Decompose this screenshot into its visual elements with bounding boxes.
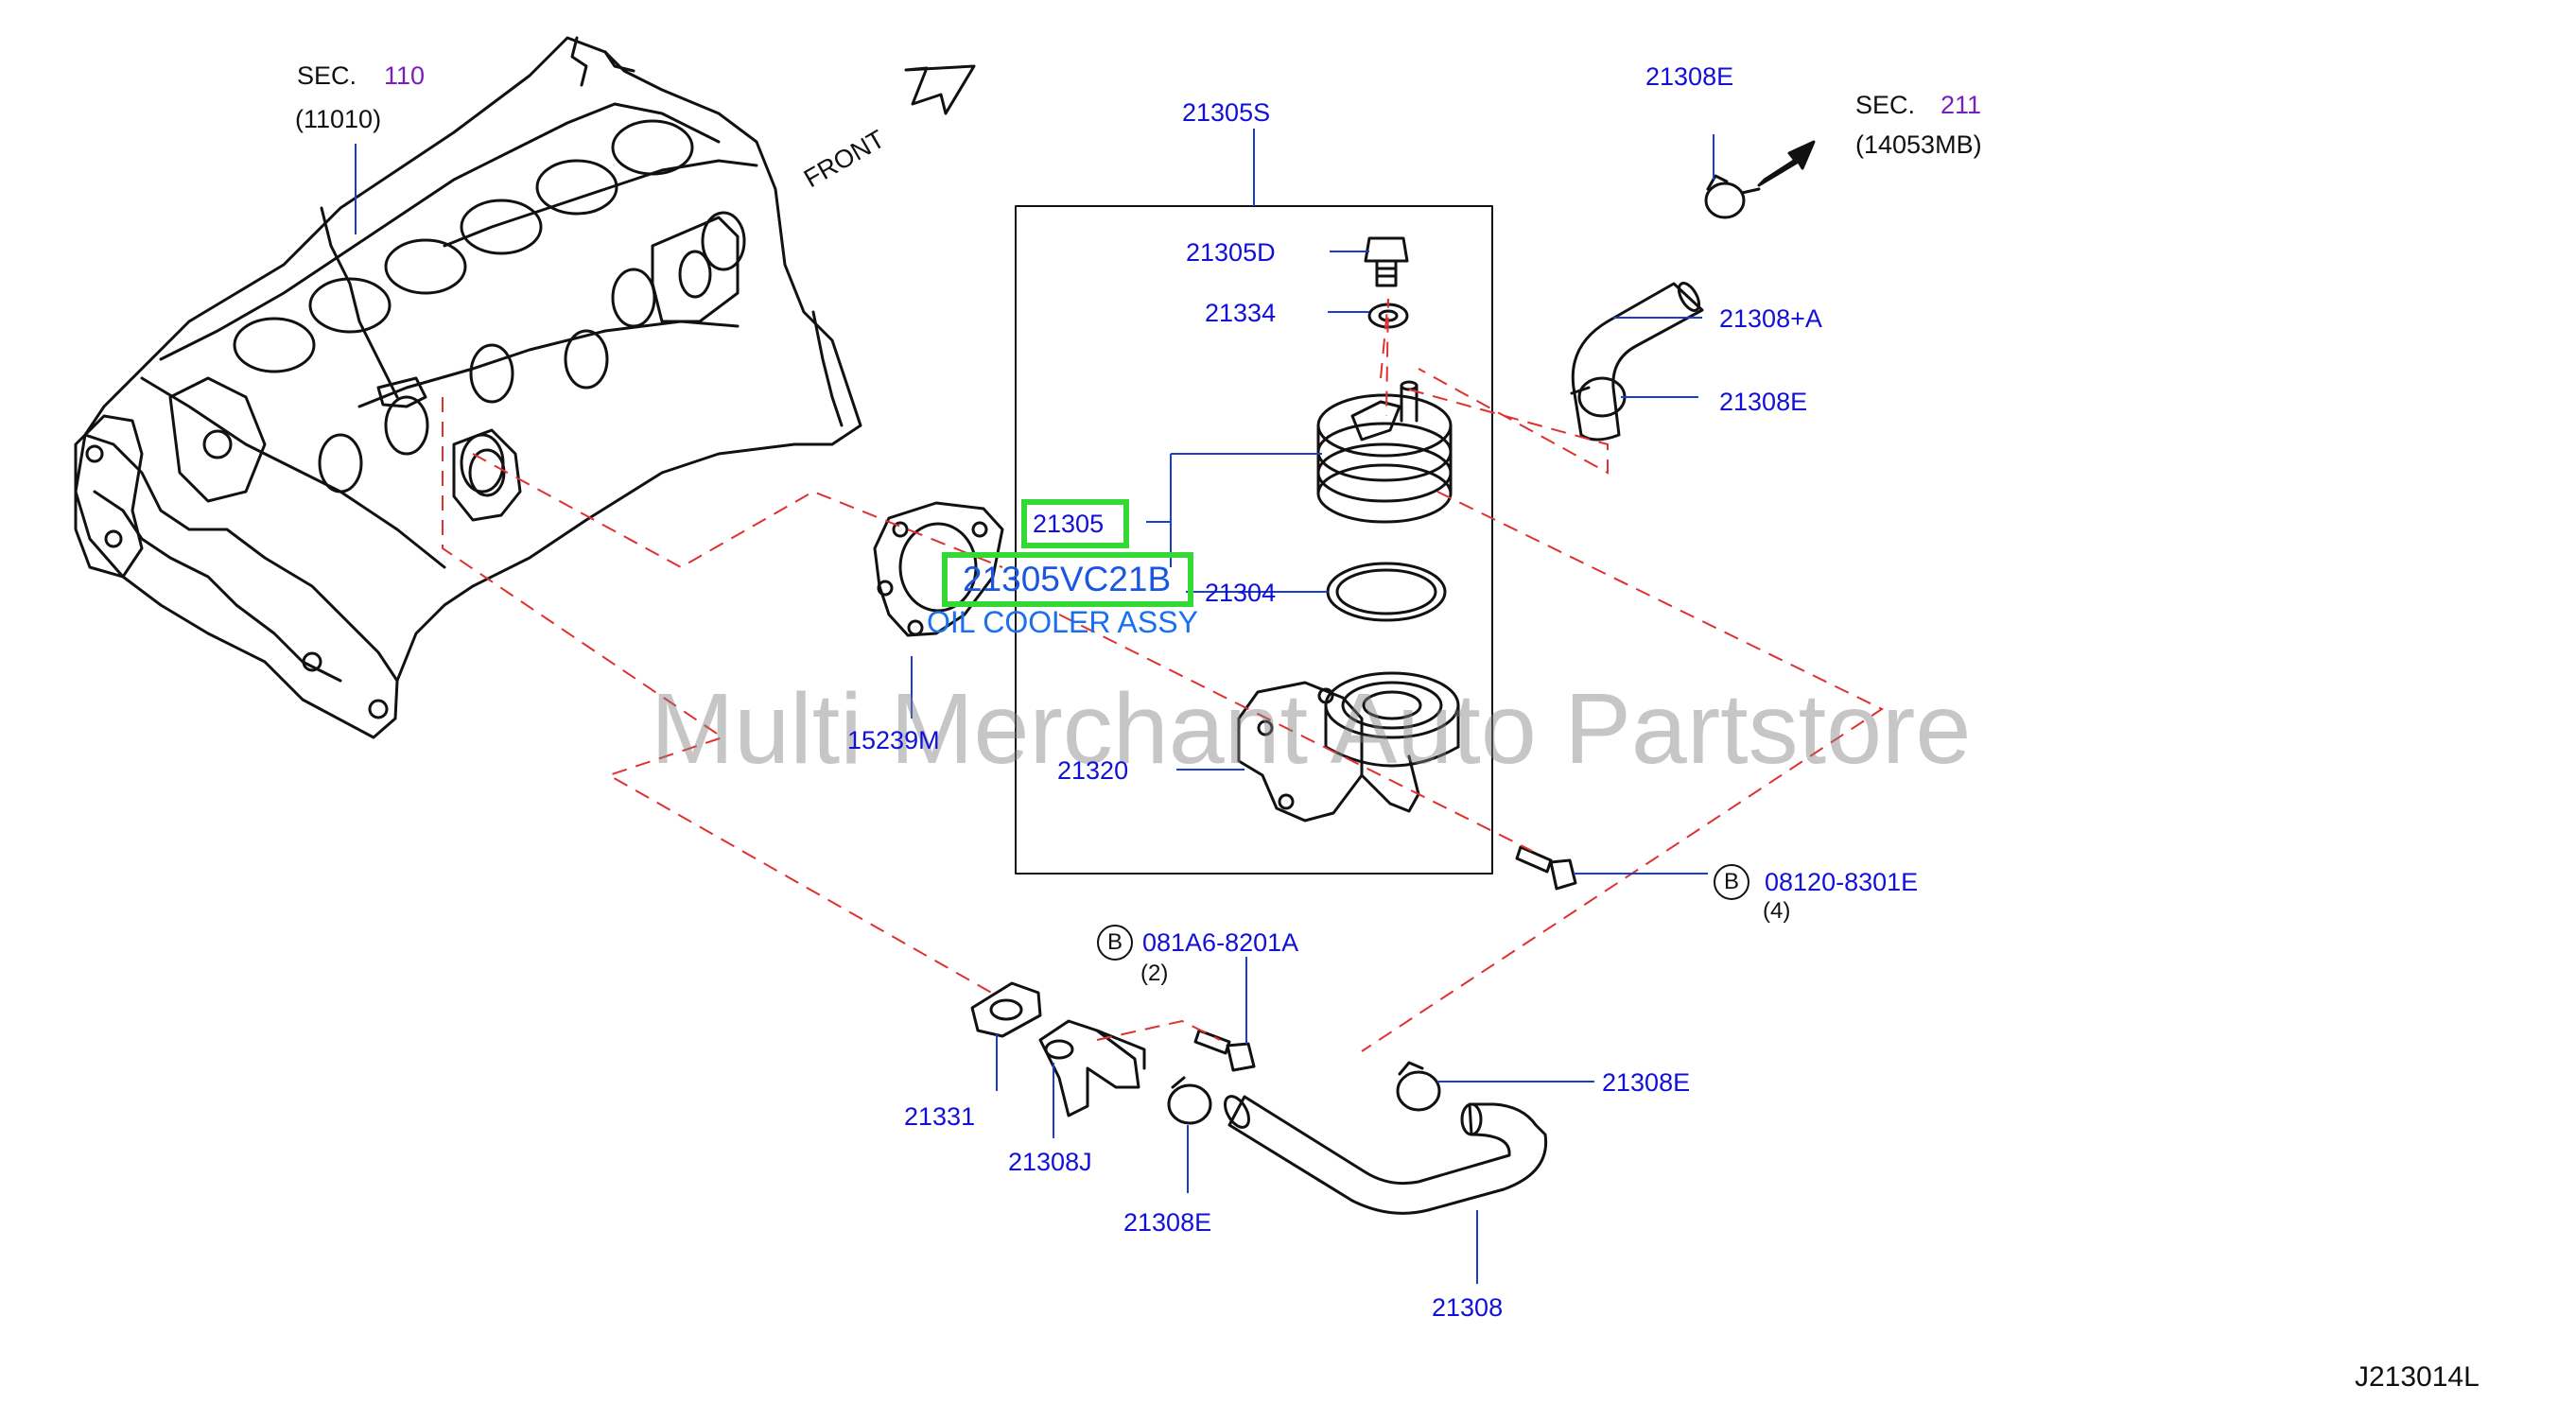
oil-cooler-icon bbox=[1316, 380, 1453, 524]
highlight-part-number[interactable]: 21305VC21B bbox=[963, 560, 1172, 598]
bolt-ref-b-icon: B bbox=[1097, 925, 1133, 961]
callout-21305d[interactable]: 21305D bbox=[1186, 238, 1276, 267]
bolt-ref-081a6[interactable]: 081A6-8201A bbox=[1142, 928, 1299, 957]
callout-21305[interactable]: 21305 bbox=[1033, 510, 1105, 538]
callout-21331[interactable]: 21331 bbox=[904, 1102, 976, 1131]
callout-21308-plus-a[interactable]: 21308+A bbox=[1719, 304, 1822, 333]
bolt-ref-08120[interactable]: 08120-8301E bbox=[1765, 868, 1919, 896]
sec-211-prefix: SEC. bbox=[1855, 91, 1916, 119]
callout-21305s[interactable]: 21305S bbox=[1182, 98, 1271, 127]
callout-21308e-lower-left[interactable]: 21308E bbox=[1123, 1208, 1212, 1237]
pipe-21308j-icon bbox=[1038, 1019, 1146, 1117]
clamp-top-icon bbox=[1704, 174, 1761, 219]
highlight-part-name: OIL COOLER ASSY bbox=[927, 605, 1198, 639]
highlight-21305 bbox=[1021, 499, 1129, 548]
sec-110-prefix: SEC. bbox=[297, 61, 357, 90]
cooler-housing-icon bbox=[1237, 671, 1460, 823]
callout-21320[interactable]: 21320 bbox=[1057, 756, 1129, 785]
sec-211-part: (14053MB) bbox=[1855, 130, 1982, 159]
o-ring-icon bbox=[1326, 562, 1447, 622]
callout-21308e-top[interactable]: 21308E bbox=[1645, 62, 1734, 91]
front-arrow-icon bbox=[904, 64, 976, 115]
callout-21308e-middle[interactable]: 21308E bbox=[1719, 388, 1808, 416]
watermark: Multi Merchant Auto Partstore bbox=[651, 673, 1972, 785]
clamp-lower-right-icon bbox=[1396, 1061, 1441, 1112]
callout-21308j[interactable]: 21308J bbox=[1008, 1148, 1092, 1176]
leader-lines bbox=[355, 129, 1714, 1284]
hose-lower-icon bbox=[1224, 1095, 1548, 1215]
diagram-id: J213014L bbox=[2355, 1361, 2480, 1393]
bolt-21305d-icon bbox=[1364, 236, 1409, 287]
hose-upper-icon bbox=[1571, 282, 1704, 442]
sec-211-arrow-icon bbox=[1757, 140, 1816, 187]
clamp-middle-icon bbox=[1570, 376, 1627, 418]
bolt-ref-08120-qty: (4) bbox=[1763, 898, 1791, 924]
bolt-ref-081a6-qty: (2) bbox=[1140, 961, 1169, 986]
sec-211-number[interactable]: 211 bbox=[1941, 91, 1982, 119]
gasket-15239m-icon bbox=[873, 501, 1004, 637]
bolt-ref-b-icon: B bbox=[1714, 864, 1749, 900]
engine-block-drawing bbox=[74, 36, 862, 739]
sec-110-part: (11010) bbox=[295, 105, 382, 133]
callout-21308e-lower-right[interactable]: 21308E bbox=[1602, 1068, 1691, 1097]
callout-21308[interactable]: 21308 bbox=[1432, 1293, 1504, 1322]
callout-15239m[interactable]: 15239M bbox=[847, 726, 940, 754]
clamp-lower-left-icon bbox=[1167, 1076, 1212, 1125]
callout-21304[interactable]: 21304 bbox=[1205, 579, 1277, 607]
gasket-21331-icon bbox=[970, 981, 1042, 1038]
bolt-08120-icon bbox=[1515, 845, 1577, 891]
highlight-21305vc21b bbox=[942, 552, 1193, 607]
dashed-guide-lines bbox=[442, 298, 1885, 1052]
bolt-081a6-icon bbox=[1193, 1029, 1256, 1072]
sec-110-number[interactable]: 110 bbox=[384, 61, 426, 90]
callout-21334[interactable]: 21334 bbox=[1205, 299, 1277, 327]
